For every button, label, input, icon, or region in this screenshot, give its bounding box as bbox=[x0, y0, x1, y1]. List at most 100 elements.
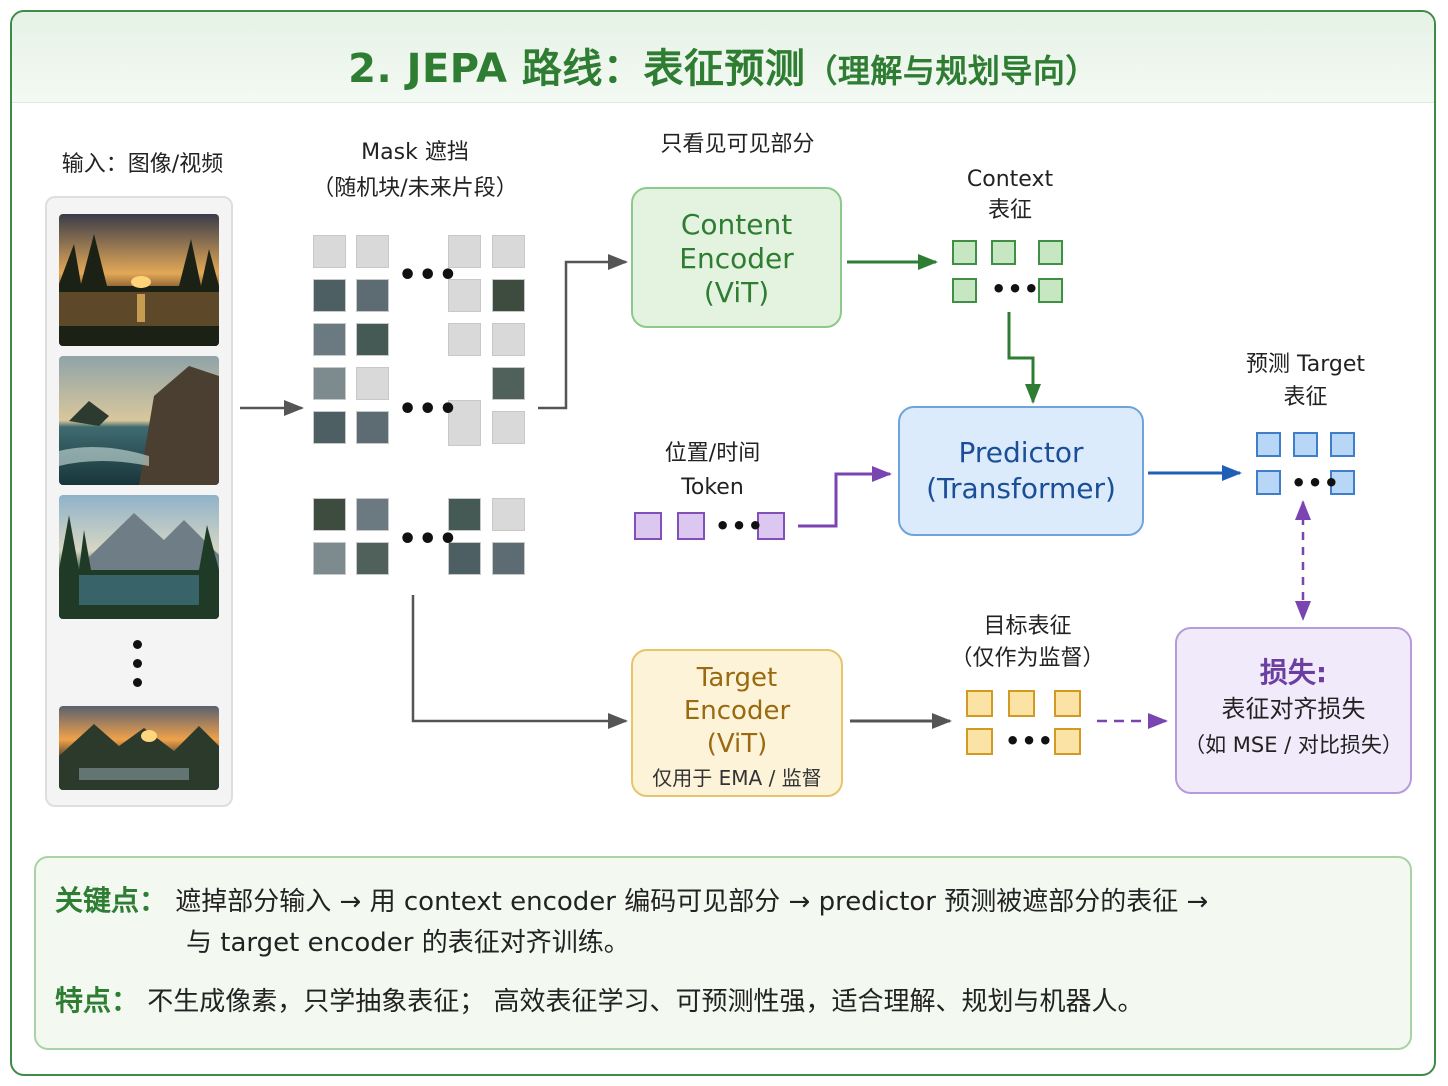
visible-patch bbox=[492, 367, 525, 400]
context-repr-line1: Context bbox=[966, 167, 1054, 192]
visible-patch bbox=[313, 367, 346, 400]
input-photo-mountain-lake bbox=[59, 495, 219, 619]
visible-patch bbox=[492, 279, 525, 312]
target-encoder-line2: Encoder bbox=[683, 696, 791, 726]
position-token bbox=[677, 512, 705, 540]
key-points-row1: 关键点： 遮掉部分输入 → 用 context encoder 编码可见部分 →… bbox=[55, 880, 1405, 923]
visible-patch bbox=[313, 542, 346, 575]
context-token bbox=[1038, 240, 1063, 265]
page-title: 2. JEPA 路线：表征预测（理解与规划导向） bbox=[12, 36, 1434, 94]
content-encoder-line2: Encoder bbox=[679, 242, 794, 275]
arrow-mask-to-content-encoder bbox=[538, 254, 628, 410]
key-points-line1: 遮掉部分输入 → 用 context encoder 编码可见部分 → pred… bbox=[175, 887, 1209, 917]
target-encoder-line1: Target bbox=[696, 663, 778, 693]
predictor-line2: (Transformer) bbox=[926, 472, 1116, 505]
target-token bbox=[1054, 728, 1081, 755]
position-token bbox=[634, 512, 662, 540]
context-token bbox=[1038, 278, 1063, 303]
predicted-token bbox=[1256, 470, 1281, 495]
masked-patch bbox=[492, 235, 525, 268]
masked-block bbox=[448, 400, 481, 446]
loss-box: 损失: 表征对齐损失 （如 MSE / 对比损失） bbox=[1175, 627, 1412, 794]
predicted-token bbox=[1330, 432, 1355, 457]
masked-patch bbox=[313, 235, 346, 268]
loss-line1: 表征对齐损失 bbox=[1221, 695, 1366, 723]
target-token bbox=[1054, 690, 1081, 717]
input-photo-coastal-cliffs bbox=[59, 356, 219, 485]
arrow-mask-to-target-encoder bbox=[411, 595, 628, 729]
features-row: 特点： 不生成像素，只学抽象表征； 高效表征学习、可预测性强，适合理解、规划与机… bbox=[55, 980, 1405, 1023]
target-token bbox=[966, 728, 993, 755]
position-token-line1: 位置/时间 bbox=[664, 441, 761, 466]
target-token bbox=[1008, 690, 1035, 717]
mask-ellipsis: ••• bbox=[398, 258, 459, 293]
content-encoder-line1: Content bbox=[680, 208, 793, 241]
mask-label-line1: Mask 遮挡 bbox=[361, 140, 469, 165]
more-frames-dot bbox=[133, 659, 142, 668]
target-repr-line1: 目标表征 bbox=[983, 614, 1072, 639]
target-encoder-note: 仅用于 EMA / 监督 bbox=[652, 766, 822, 790]
input-photo-alpine-sunset bbox=[59, 706, 219, 790]
diagram-frame: 2. JEPA 路线：表征预测（理解与规划导向） bbox=[10, 10, 1436, 1076]
key-points-label: 关键点： bbox=[55, 884, 168, 917]
mask-label-line2: （随机块/未来片段） bbox=[312, 176, 518, 201]
visible-only-label: 只看见可见部分 bbox=[660, 132, 815, 157]
visible-patch bbox=[313, 323, 346, 356]
visible-patch bbox=[356, 323, 389, 356]
predictor-box: Predictor (Transformer) bbox=[898, 406, 1144, 536]
predicted-target-line2: 表征 bbox=[1283, 385, 1328, 410]
features-text: 不生成像素，只学抽象表征； 高效表征学习、可预测性强，适合理解、规划与机器人。 bbox=[147, 987, 1144, 1017]
target-token bbox=[966, 690, 993, 717]
predicted-ellipsis: ••• bbox=[1291, 469, 1341, 497]
title-sub: （理解与规划导向） bbox=[805, 52, 1098, 90]
input-label: 输入：图像/视频 bbox=[61, 152, 224, 177]
visible-patch bbox=[313, 279, 346, 312]
masked-patch bbox=[492, 411, 525, 444]
masked-patch bbox=[448, 279, 481, 312]
position-token-line2: Token bbox=[681, 475, 744, 500]
visible-patch bbox=[313, 498, 346, 531]
predicted-token bbox=[1293, 432, 1318, 457]
more-frames-dot bbox=[133, 640, 142, 649]
mask-ellipsis: ••• bbox=[398, 392, 459, 427]
target-encoder-box: Target Encoder (ViT) 仅用于 EMA / 监督 bbox=[631, 649, 843, 797]
visible-patch bbox=[448, 498, 481, 531]
context-token bbox=[952, 278, 977, 303]
visible-patch bbox=[448, 542, 481, 575]
predictor-line1: Predictor bbox=[958, 436, 1084, 469]
context-token bbox=[952, 240, 977, 265]
masked-patch bbox=[492, 498, 525, 531]
masked-patch bbox=[356, 367, 389, 400]
position-token bbox=[757, 512, 785, 540]
features-label: 特点： bbox=[55, 984, 140, 1017]
target-ellipsis: ••• bbox=[1005, 727, 1055, 755]
loss-line2: （如 MSE / 对比损失） bbox=[1184, 733, 1403, 757]
visible-patch bbox=[356, 411, 389, 444]
predicted-token bbox=[1256, 432, 1281, 457]
masked-patch bbox=[356, 235, 389, 268]
visible-patch bbox=[356, 279, 389, 312]
loss-title: 损失: bbox=[1259, 656, 1328, 689]
visible-patch bbox=[492, 542, 525, 575]
target-encoder-line3: (ViT) bbox=[706, 729, 768, 759]
arrow-context-to-predictor bbox=[1007, 312, 1041, 404]
visible-patch bbox=[356, 542, 389, 575]
masked-patch bbox=[492, 323, 525, 356]
visible-patch bbox=[313, 411, 346, 444]
predicted-token bbox=[1330, 470, 1355, 495]
predicted-target-line1: 预测 Target bbox=[1245, 352, 1366, 377]
title-main: 2. JEPA 路线：表征预测 bbox=[348, 46, 806, 92]
visible-patch bbox=[356, 498, 389, 531]
context-ellipsis: ••• bbox=[991, 275, 1041, 303]
key-points-line2: 与 target encoder 的表征对齐训练。 bbox=[186, 928, 630, 958]
masked-patch bbox=[448, 235, 481, 268]
input-photo-sunset-lake bbox=[59, 214, 219, 346]
content-encoder-line3: (ViT) bbox=[703, 276, 770, 309]
masked-patch bbox=[448, 323, 481, 356]
arrow-token-to-predictor bbox=[798, 466, 892, 528]
target-repr-line2: （仅作为监督） bbox=[950, 646, 1105, 671]
more-frames-dot bbox=[133, 678, 142, 687]
content-encoder-box: Content Encoder (ViT) bbox=[631, 187, 842, 328]
mask-ellipsis: ••• bbox=[398, 522, 459, 557]
